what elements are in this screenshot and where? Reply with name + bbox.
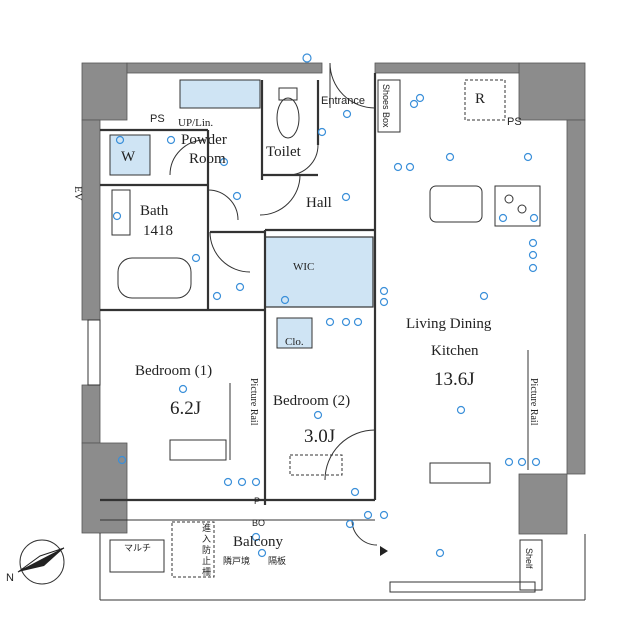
ldk-label-2: Kitchen bbox=[431, 343, 479, 359]
multi-label: マルチ bbox=[124, 543, 152, 553]
picture-rail-label-1: Picture Rail bbox=[248, 378, 259, 426]
north-label: N bbox=[6, 572, 14, 584]
ev-label: EV bbox=[72, 186, 84, 201]
ps-right-label: PS bbox=[507, 116, 522, 128]
bedroom-2-size-label: 3.0J bbox=[304, 426, 336, 447]
powder-room-label-1: Powder bbox=[181, 132, 227, 148]
bedroom-1-size-label: 6.2J bbox=[170, 398, 202, 419]
compass-icon bbox=[17, 539, 65, 585]
p-mark-label: P bbox=[254, 496, 261, 506]
electrical-markers bbox=[112, 53, 541, 558]
picture-rail-label-2: Picture Rail bbox=[528, 378, 539, 426]
bo-mark-label: BO bbox=[252, 518, 266, 528]
bedroom-1-label: Bedroom (1) bbox=[135, 363, 213, 379]
shoes-box-label: Shoes Box bbox=[381, 84, 391, 128]
doors bbox=[169, 62, 378, 546]
shelf-label: Shelf bbox=[524, 548, 534, 569]
bath-label: Bath bbox=[140, 203, 169, 219]
washer-label: W bbox=[121, 149, 136, 165]
bath-size-label: 1418 bbox=[143, 223, 173, 239]
partition-label-1: 隣戸境 bbox=[223, 556, 251, 566]
powder-room-label-2: Room bbox=[189, 151, 226, 167]
bedroom-2-label: Bedroom (2) bbox=[273, 393, 351, 409]
balcony-label: Balcony bbox=[233, 534, 283, 550]
evac-label-5: 柵 bbox=[202, 567, 212, 577]
fixtures bbox=[87, 79, 586, 601]
refrigerator-label: R bbox=[475, 91, 486, 107]
hall-label: Hall bbox=[306, 195, 332, 211]
entrance-marker-icon bbox=[380, 546, 388, 556]
evac-label-2: 入 bbox=[202, 534, 212, 544]
wic-label: WIC bbox=[293, 261, 315, 273]
ps-left-label: PS bbox=[150, 113, 165, 125]
evac-label-3: 防 bbox=[202, 545, 212, 555]
wet-area-fills bbox=[109, 79, 374, 349]
ldk-label-1: Living Dining bbox=[406, 316, 492, 332]
ldk-size-label: 13.6J bbox=[434, 369, 475, 390]
partition-label-2: 隔板 bbox=[268, 556, 287, 566]
evac-label-4: 止 bbox=[202, 556, 212, 566]
closet-label: Clo. bbox=[285, 336, 304, 348]
entrance-label: Entrance bbox=[321, 95, 366, 107]
toilet-label: Toilet bbox=[266, 144, 301, 160]
interior-walls bbox=[100, 73, 377, 505]
evac-label-1: 進 bbox=[202, 523, 212, 533]
up-lin-label: UP/Lin. bbox=[178, 117, 214, 129]
